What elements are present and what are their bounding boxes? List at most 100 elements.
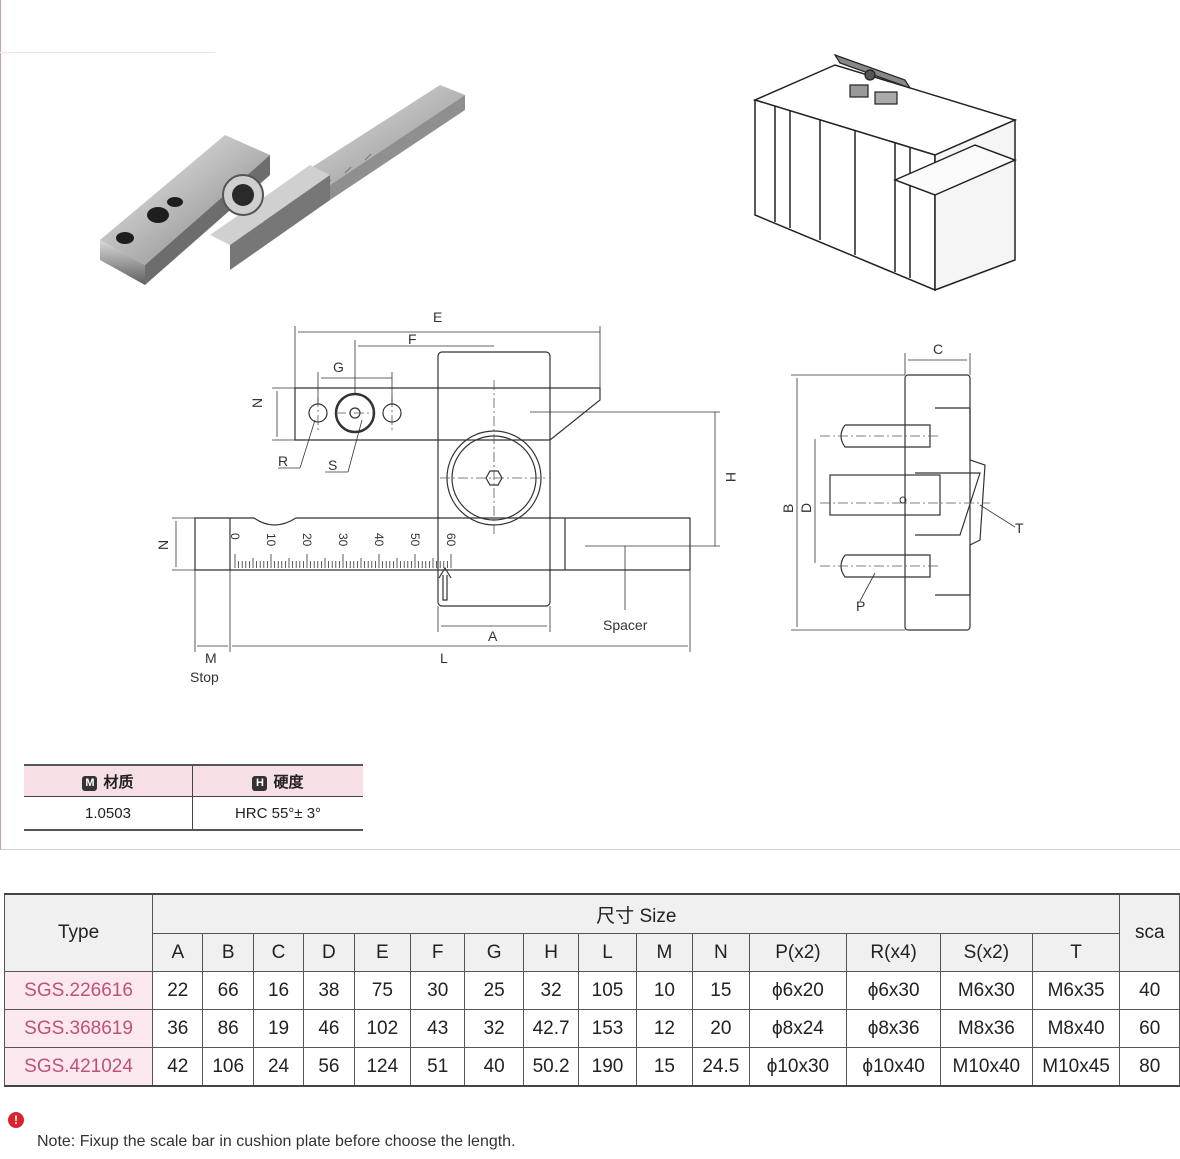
drawing-frame — [0, 0, 1180, 850]
mold-illustration — [752, 53, 1018, 292]
dim-L: L — [440, 650, 448, 666]
size-cell: 16 — [252, 971, 305, 1010]
sca-cell: 80 — [1119, 1047, 1180, 1087]
size-cell: ϕ10x40 — [846, 1047, 941, 1087]
scale-tick-60: 60 — [444, 533, 458, 547]
column-header: P(x2) — [748, 933, 848, 972]
material-value: 1.0503 — [24, 796, 193, 830]
size-cell: 12 — [635, 1009, 694, 1048]
size-cell: 19 — [252, 1009, 305, 1048]
size-cell: 20 — [692, 1009, 750, 1048]
column-header: N — [692, 933, 750, 972]
size-cell: ϕ6x30 — [846, 971, 941, 1010]
size-cell: 42.7 — [522, 1009, 580, 1048]
dim-P: P — [856, 598, 865, 614]
dim-T: T — [1015, 520, 1024, 536]
header-divider — [0, 0, 215, 53]
dim-R: R — [278, 453, 288, 469]
dim-N-lower: N — [155, 540, 171, 550]
column-header: G — [464, 933, 524, 972]
size-cell: 124 — [353, 1047, 412, 1087]
spacer-label: Spacer — [603, 617, 648, 633]
size-cell: 22 — [152, 971, 204, 1010]
column-header: L — [578, 933, 637, 972]
scale-tick-20: 20 — [300, 533, 314, 547]
note-text: Note: Fixup the scale bar in cushion pla… — [37, 1133, 516, 1150]
size-cell: 40 — [464, 1047, 524, 1087]
column-header: C — [252, 933, 305, 972]
size-cell: 32 — [464, 1009, 524, 1048]
type-header: Type — [3, 893, 154, 972]
size-cell: M6x35 — [1031, 971, 1121, 1010]
stop-label: Stop — [190, 669, 219, 685]
size-cell: M8x36 — [939, 1009, 1033, 1048]
size-cell: 36 — [152, 1009, 204, 1048]
size-cell: 25 — [464, 971, 524, 1010]
column-header: M — [635, 933, 694, 972]
column-header: B — [202, 933, 254, 972]
sca-header: sca — [1119, 893, 1180, 972]
dim-A: A — [488, 628, 498, 644]
scale-tick-0: 0 — [228, 533, 242, 540]
dim-E: E — [433, 309, 442, 325]
size-cell: 105 — [578, 971, 637, 1010]
dim-B: B — [780, 504, 796, 513]
size-cell: M10x45 — [1031, 1047, 1121, 1087]
scale-tick-30: 30 — [336, 533, 350, 547]
size-cell: 15 — [692, 971, 750, 1010]
hardness-badge-icon: H — [252, 775, 268, 791]
column-header: D — [303, 933, 355, 972]
size-cell: 190 — [578, 1047, 637, 1087]
column-header: S(x2) — [939, 933, 1033, 972]
size-cell: 24 — [252, 1047, 305, 1087]
size-cell: ϕ6x20 — [748, 971, 848, 1010]
dim-G: G — [333, 359, 344, 375]
size-cell: 15 — [635, 1047, 694, 1087]
column-header: A — [152, 933, 204, 972]
size-cell: 24.5 — [692, 1047, 750, 1087]
column-header: E — [353, 933, 412, 972]
size-cell: ϕ8x24 — [748, 1009, 848, 1048]
size-cell: 153 — [578, 1009, 637, 1048]
size-cell: M6x30 — [939, 971, 1033, 1010]
scale-tick-10: 10 — [264, 533, 278, 547]
dim-N-upper: N — [249, 398, 265, 408]
size-cell: 42 — [152, 1047, 204, 1087]
size-cell: 50.2 — [522, 1047, 580, 1087]
dim-M: M — [205, 650, 217, 666]
size-cell: 32 — [522, 971, 580, 1010]
type-cell: SGS.421024 — [3, 1047, 154, 1087]
size-cell: 30 — [410, 971, 466, 1010]
size-cell: M10x40 — [939, 1047, 1033, 1087]
size-cell: 75 — [353, 971, 412, 1010]
size-cell: 102 — [353, 1009, 412, 1048]
column-header: T — [1031, 933, 1121, 972]
size-cell: 86 — [202, 1009, 254, 1048]
hardness-value: HRC 55°± 3° — [234, 804, 322, 822]
size-cell: 56 — [303, 1047, 355, 1087]
size-cell: 66 — [202, 971, 254, 1010]
size-cell: 10 — [635, 971, 694, 1010]
dim-S: S — [328, 457, 337, 473]
dim-D: D — [798, 503, 814, 513]
column-header: R(x4) — [846, 933, 941, 972]
product-photo — [100, 85, 465, 285]
size-header: 尺寸 Size — [152, 893, 1121, 934]
dim-F: F — [408, 331, 417, 347]
dim-C: C — [933, 341, 943, 357]
size-cell: 46 — [303, 1009, 355, 1048]
size-cell: 51 — [410, 1047, 466, 1087]
column-header: H — [522, 933, 580, 972]
front-view-drawing: 0 10 20 30 40 50 60 E F G N R S — [155, 309, 739, 685]
exclamation-icon: ! — [8, 1112, 24, 1128]
dim-H: H — [723, 472, 739, 482]
sca-cell: 60 — [1119, 1009, 1180, 1048]
size-cell: 38 — [303, 971, 355, 1010]
column-header: F — [410, 933, 466, 972]
